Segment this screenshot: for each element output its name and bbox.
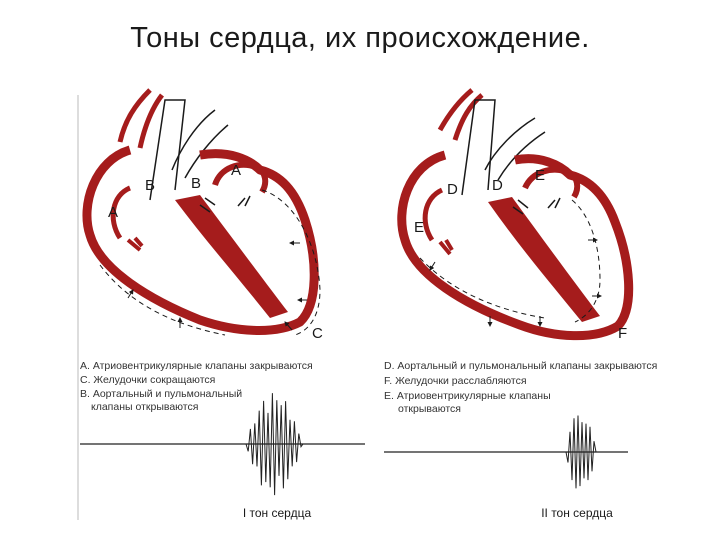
legend-left-b-cont: клапаны открываются <box>91 401 198 413</box>
caption-first-sound: I тон сердца <box>243 506 312 520</box>
legend-right-e-cont: открываются <box>398 403 461 415</box>
legend-text: Аортальный и пульмональный клапаны закры… <box>397 360 657 372</box>
legend-left: A. Атриовентрикулярные клапаны закрывают… <box>80 360 313 413</box>
label-c: C <box>312 325 323 342</box>
legend-text: Желудочки расслабляются <box>395 375 526 387</box>
heart-illustration-right <box>397 88 634 341</box>
label-d-right: D <box>492 177 503 194</box>
legend-text: Атриовентрикулярные клапаны закрываются <box>93 360 313 372</box>
legend-left-c: C. Желудочки сокращаются <box>80 374 215 386</box>
slide-title: Тоны сердца, их происхождение. <box>130 22 590 54</box>
legend-left-b: B. Аортальный и пульмональный <box>80 388 242 400</box>
legend-right-e: E. Атриовентрикулярные клапаны <box>384 390 551 402</box>
legend-text: Аортальный и пульмональный <box>93 388 242 400</box>
legend-key: A. <box>80 360 90 372</box>
label-a-left: A <box>108 204 118 221</box>
label-b-right: B <box>191 175 201 192</box>
legend-key: F. <box>384 375 392 387</box>
heart-illustration-left <box>82 88 321 336</box>
label-d-left: D <box>447 181 458 198</box>
legend-right: D. Аортальный и пульмональный клапаны за… <box>384 360 657 415</box>
phonocardiogram-second-sound <box>384 415 628 489</box>
legend-text: Желудочки сокращаются <box>93 374 215 386</box>
label-b-left: B <box>145 177 155 194</box>
label-f: F <box>618 325 627 342</box>
legend-key: E. <box>384 390 394 402</box>
legend-left-a: A. Атриовентрикулярные клапаны закрывают… <box>80 360 313 372</box>
label-e-left: E <box>414 219 424 236</box>
legend-key: C. <box>80 374 91 386</box>
label-a-top: A <box>231 162 241 179</box>
legend-key: D. <box>384 360 395 372</box>
legend-text: Атриовентрикулярные клапаны <box>397 390 551 402</box>
legend-right-d: D. Аортальный и пульмональный клапаны за… <box>384 360 657 372</box>
phonocardiogram-first-sound <box>80 393 365 496</box>
label-e-top: E <box>535 167 545 184</box>
caption-second-sound: II тон сердца <box>541 506 613 520</box>
legend-right-f: F. Желудочки расслабляются <box>384 375 527 387</box>
legend-key: B. <box>80 388 90 400</box>
